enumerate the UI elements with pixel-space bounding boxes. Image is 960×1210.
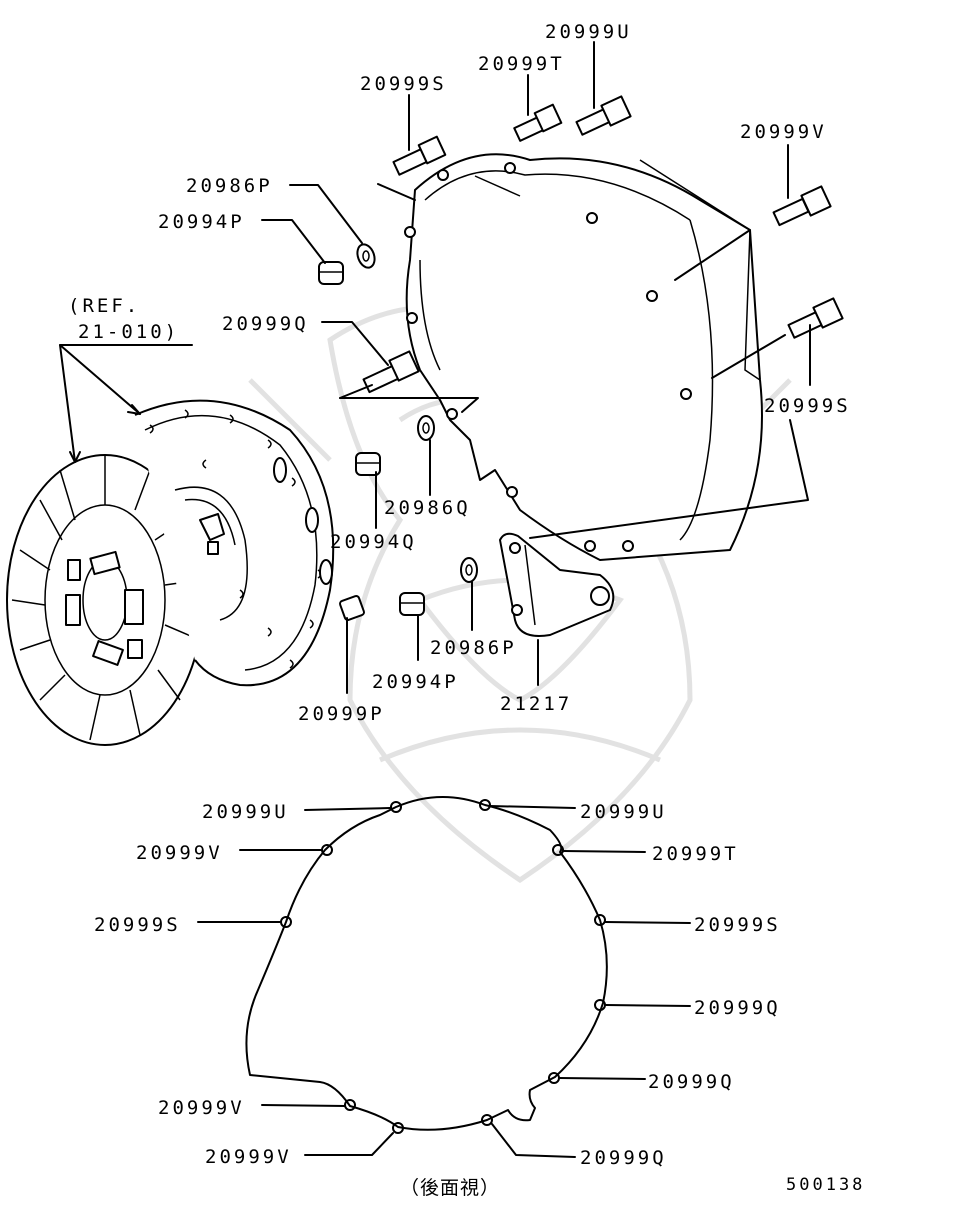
label-20986q: 20986Q (384, 497, 471, 519)
diagram-number: 500138 (786, 1175, 865, 1195)
label-20986p-bottom: 20986P (430, 637, 517, 659)
pressure-plate (134, 399, 335, 687)
ref-line-1: (REF. (68, 295, 140, 317)
rear-label-left-s: 20999S (94, 914, 181, 936)
mounting-bracket (499, 532, 615, 637)
rear-label-left-v-top: 20999V (136, 842, 223, 864)
leader-lines-upper (59, 41, 811, 694)
rear-view-caption: （後面視） (400, 1177, 500, 1199)
rear-label-left-v-bot: 20999V (205, 1146, 292, 1168)
label-20999v-right: 20999V (740, 121, 827, 143)
rear-label-right-q-bot: 20999Q (580, 1147, 667, 1169)
label-20999p: 20999P (298, 703, 385, 725)
label-20999s-right: 20999S (764, 395, 851, 417)
rear-label-right-q-top: 20999Q (694, 997, 781, 1019)
label-20999u-top: 20999U (545, 21, 632, 43)
label-20999s-top: 20999S (360, 73, 447, 95)
ref-line-2: 21-010) (78, 321, 179, 343)
rear-view-labels: 20999U 20999U 20999V 20999T 20999S 20999… (94, 801, 865, 1199)
transmission-housing (404, 153, 763, 561)
rear-label-left-v-mid: 20999V (158, 1097, 245, 1119)
leader-lines-rear (197, 805, 691, 1158)
fasteners (318, 95, 844, 621)
upper-callout-labels: 20999U 20999T 20999S 20999V 20986P 20994… (68, 21, 851, 725)
rear-label-right-t: 20999T (652, 843, 739, 865)
rear-label-right-s: 20999S (694, 914, 781, 936)
label-21217: 21217 (500, 693, 572, 715)
label-20999t-top: 20999T (478, 53, 565, 75)
rear-view-outline (245, 796, 608, 1134)
label-20999q-left: 20999Q (222, 313, 309, 335)
label-20986p-top: 20986P (186, 175, 273, 197)
label-20994q: 20994Q (330, 531, 417, 553)
label-20994p-top: 20994P (158, 211, 245, 233)
rear-label-right-u: 20999U (580, 801, 667, 823)
rear-label-left-u: 20999U (202, 801, 289, 823)
label-20994p-bottom: 20994P (372, 671, 459, 693)
rear-label-right-q-mid: 20999Q (648, 1071, 735, 1093)
